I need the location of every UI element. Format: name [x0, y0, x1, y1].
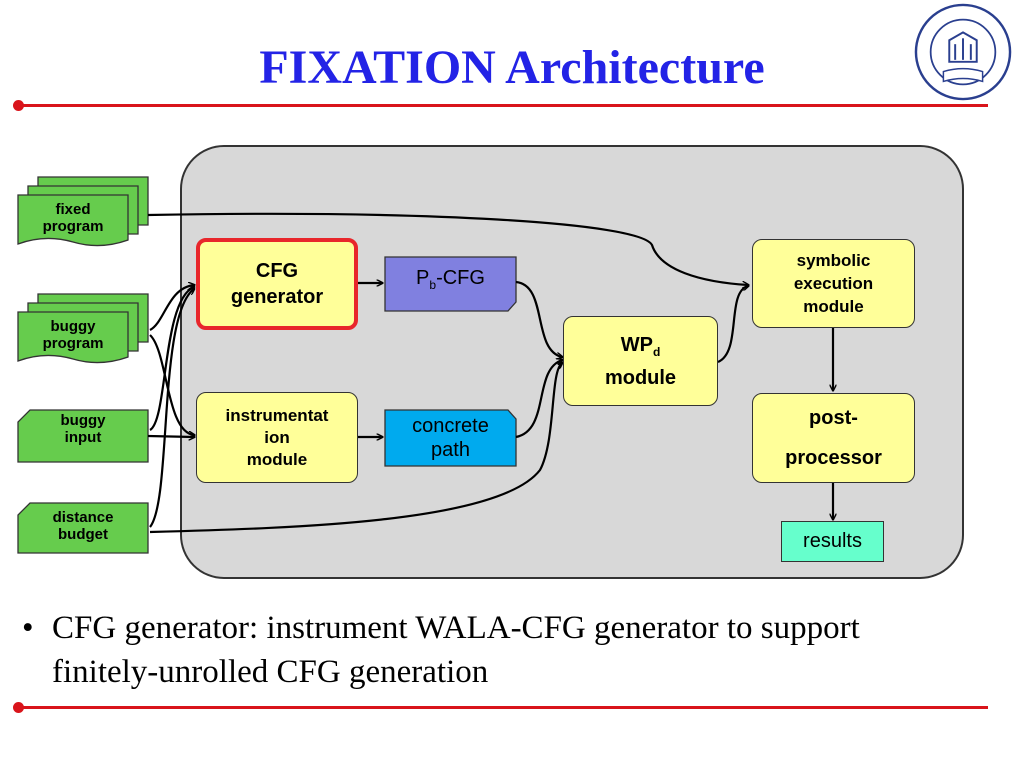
pb-cfg-label: Pb-CFG: [416, 267, 485, 292]
results-box: results: [781, 521, 884, 562]
bullet-text: CFG generator: instrument WALA-CFG gener…: [52, 610, 860, 690]
title-divider: [13, 100, 988, 111]
university-seal-icon: [914, 3, 1012, 101]
symbolic-execution-box: symbolic execution module: [752, 239, 915, 328]
post-processor-box: post- processor: [752, 393, 915, 483]
cfg-generator-line2: generator: [230, 286, 324, 308]
bullet-symbol: •: [22, 610, 34, 646]
wpd-module-box: WPd module: [563, 316, 718, 406]
instrumentation-module-box: instrumentat ion module: [196, 392, 358, 483]
cfg-generator-box: CFG generator: [196, 238, 358, 330]
slide-title: FIXATION Architecture: [259, 41, 765, 94]
footer-divider: [13, 702, 988, 713]
cfg-generator-line1: CFG: [255, 260, 299, 282]
